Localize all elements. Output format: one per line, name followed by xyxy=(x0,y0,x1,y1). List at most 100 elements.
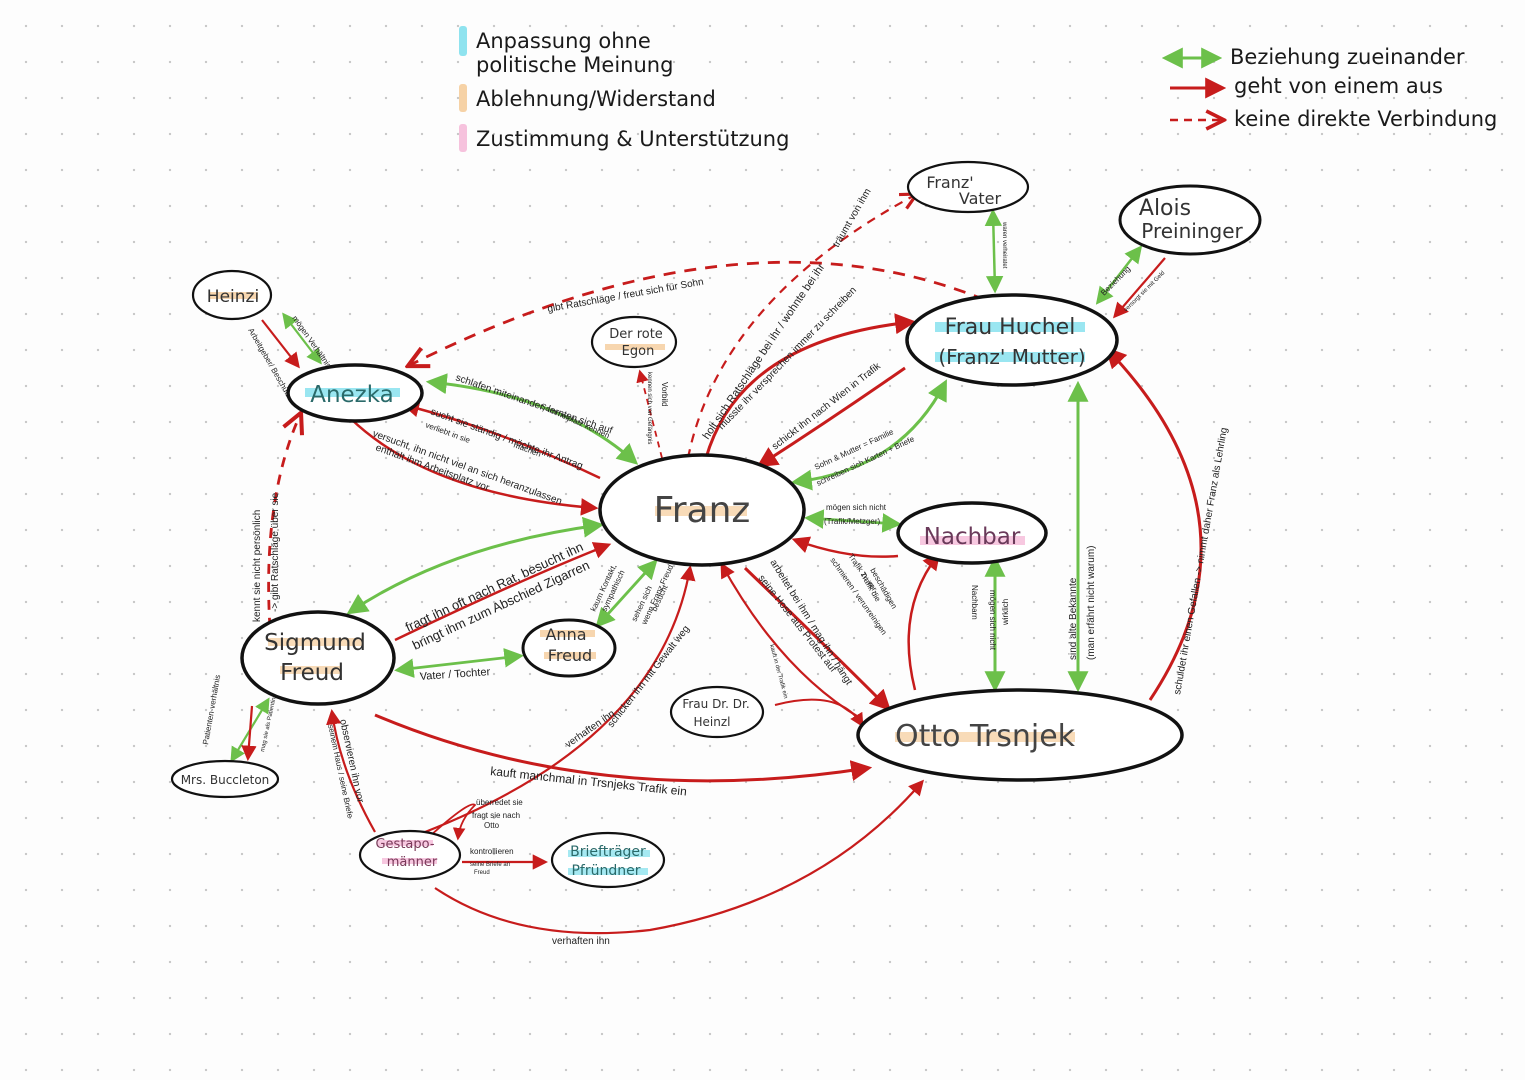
edge-huchel-anezka xyxy=(410,260,986,365)
edge-gestapo-otto xyxy=(434,779,925,935)
label-heinzi-b: mögen Verhältnis xyxy=(290,314,333,370)
node-sigmund-label-1: Sigmund xyxy=(264,630,366,656)
node-anna[interactable]: Anna Freud xyxy=(521,618,617,678)
color-legend: Anpassung ohne politische Meinung Ablehn… xyxy=(459,26,789,152)
node-egon[interactable]: Der rote Egon xyxy=(590,315,678,369)
edge-heinzl-otto xyxy=(774,698,864,728)
node-heinzl-label-2: Heinzl xyxy=(694,715,731,729)
node-nachbar-label: Nachbar xyxy=(924,524,1021,550)
node-huchel-label-1: Frau Huchel xyxy=(945,315,1076,340)
legend-label-zustimmung: Zustimmung & Unterstützung xyxy=(476,127,789,151)
node-sigmund-label-2: Freud xyxy=(280,660,344,686)
node-mrs-buccleton[interactable]: Mrs. Buccleton xyxy=(170,759,280,799)
nodes: Franz Anezka Heinzi Sigmund Freud Anna xyxy=(170,160,1262,889)
label-sigmund-anna: Vater / Tochter xyxy=(419,666,491,683)
node-anezka[interactable]: Anezka xyxy=(286,363,424,423)
node-vater-label-2: Vater xyxy=(959,189,1002,208)
label-gestapo-otto: verhaften ihn xyxy=(552,936,610,947)
label-gestapo-brief-3: Freud xyxy=(474,870,490,876)
node-heinzi[interactable]: Heinzi xyxy=(191,269,273,321)
label-gestapo-brief-2: seine Briefe an xyxy=(470,862,510,868)
node-gestapo[interactable]: Gestapo- männer xyxy=(358,829,462,881)
label-mrs-a: Patienten-verhältnis xyxy=(201,674,222,745)
node-brieftraeger[interactable]: Briefträger Pfründner xyxy=(550,831,666,889)
edge-alois-huchel-green xyxy=(1095,245,1143,305)
edge-gestapo-sigmund xyxy=(326,708,376,833)
legend-label-anpassung: Anpassung ohne xyxy=(476,29,651,53)
node-heinzi-label: Heinzi xyxy=(207,287,259,307)
node-alois[interactable]: Alois Preininger xyxy=(1118,184,1262,256)
edge-franz-nachbar-green xyxy=(804,509,902,533)
label-egon-1: Vorbild xyxy=(660,382,669,406)
edge-alois-huchel-red xyxy=(1112,257,1166,319)
label-franz-nachbar-2: (Trafik/Metzger) xyxy=(824,517,880,526)
node-brief-label-1: Briefträger xyxy=(570,844,646,860)
label-sigmund-otto: kauft manchmal in Trsnjeks Trafik ein xyxy=(490,764,688,799)
label-huchel-otto-1: sind alte Bekannte xyxy=(1068,577,1079,660)
node-egon-label-2: Egon xyxy=(622,344,655,359)
label-heinzl: kauft in der Trafik ein xyxy=(768,644,788,699)
legend-swatch-pink xyxy=(459,124,467,152)
edge-sigmund-franz-green xyxy=(346,516,605,615)
edge-sigmund-otto-red xyxy=(374,713,873,783)
edge-gestapo-franz xyxy=(424,564,696,834)
legend-label-beziehung: Beziehung zueinander xyxy=(1230,45,1465,69)
edge-anezka-franz-red xyxy=(349,417,599,516)
edge-franz-egon xyxy=(636,369,663,459)
label-huchel-otto-2: (man erfährt nicht warum) xyxy=(1086,546,1097,660)
label-gestapo-franz-1: verhaften ihn xyxy=(563,708,617,750)
node-huchel-label-2: (Franz' Mutter) xyxy=(938,345,1085,369)
label-vater: träumt von ihm xyxy=(831,187,874,250)
legend-label-ablehnung: Ablehnung/Widerstand xyxy=(476,87,716,111)
label-nachbar-otto-3: Nachbarn xyxy=(970,585,979,620)
node-franz-label: Franz xyxy=(654,490,751,531)
label-gestapo-self-3: Otto xyxy=(484,821,500,830)
arrow-legend: Beziehung zueinander geht von einem aus … xyxy=(1161,45,1497,131)
edge-sigmund-anezka xyxy=(267,415,300,629)
legend-label-keine-verbindung: keine direkte Verbindung xyxy=(1234,107,1497,131)
edge-franz-huchel xyxy=(704,313,917,459)
edge-franz-otto xyxy=(743,566,891,711)
edge-huchel-franz-green xyxy=(790,379,947,491)
edge-anna-franz-green xyxy=(595,559,658,628)
node-gestapo-label-2: männer xyxy=(387,855,438,870)
edge-anezka-franz-green xyxy=(425,373,639,465)
node-nachbar[interactable]: Nachbar xyxy=(896,501,1048,565)
edge-gestapo-loop xyxy=(429,803,477,841)
node-sigmund[interactable]: Sigmund Freud xyxy=(240,610,396,706)
edge-otto-nachbar-red xyxy=(907,552,941,691)
node-heinzl[interactable]: Frau Dr. Dr. Heinzl xyxy=(669,685,765,739)
node-otto-label: Otto Trsnjek xyxy=(895,719,1076,754)
node-vater-label-1: Franz' xyxy=(926,173,973,192)
label-alois-b: versorgt sie mit Geld xyxy=(1123,270,1166,313)
edge-franz-vater xyxy=(686,195,915,459)
node-otto[interactable]: Otto Trsnjek xyxy=(856,688,1184,782)
node-anna-label-2: Freud xyxy=(548,646,592,665)
edge-franz-anezka-red xyxy=(401,400,601,480)
label-mrs-b: mag sie als Patientin xyxy=(260,697,277,752)
edge-labels: gibt Ratschläge / freut sich für Sohn sc… xyxy=(201,187,1230,947)
edges xyxy=(230,195,1203,935)
node-egon-label-1: Der rote xyxy=(609,327,663,342)
edge-vater-huchel xyxy=(984,208,1004,294)
label-alois-a: Beziehung xyxy=(1099,264,1132,297)
node-anezka-label: Anezka xyxy=(310,382,394,408)
node-franz[interactable]: Franz xyxy=(598,453,806,567)
label-franz-nachbar-1: mögen sich nicht xyxy=(826,503,887,512)
label-gestapo-self-1: überredet sie xyxy=(476,798,523,807)
label-gestapo-self-2: fragt sie nach xyxy=(472,811,520,820)
node-alois-label-2: Preininger xyxy=(1141,219,1243,243)
label-gestapo-brief-1: kontrollieren xyxy=(470,847,514,856)
node-heinzl-label-1: Frau Dr. Dr. xyxy=(682,697,749,711)
label-anezka-sigmund-1: kennt sie nicht persönlich xyxy=(252,510,263,622)
legend-label-geht-aus: geht von einem aus xyxy=(1234,74,1443,98)
legend-swatch-orange xyxy=(459,84,467,112)
label-anezka-sigmund-2: -> gibt Ratschläge über sie xyxy=(270,492,281,612)
label-nachbar-otto-1: mögen sich nicht xyxy=(988,590,997,651)
label-nachbar-otto-2: wirklich xyxy=(1001,599,1010,626)
legend-label-anpassung-2: politische Meinung xyxy=(476,53,673,77)
legend-swatch-cyan xyxy=(459,26,467,56)
node-huchel[interactable]: Frau Huchel (Franz' Mutter) xyxy=(905,293,1119,387)
node-vater[interactable]: Franz' Vater xyxy=(906,160,1030,214)
